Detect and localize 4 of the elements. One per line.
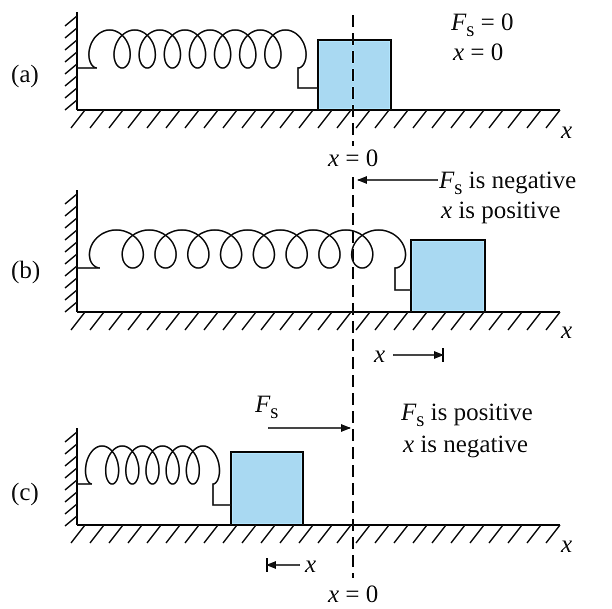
position-label: x = 0 bbox=[327, 146, 380, 172]
panel-label: (b) bbox=[10, 258, 42, 284]
panel-label: (a) bbox=[10, 62, 40, 88]
panel-label: (c) bbox=[10, 480, 40, 506]
